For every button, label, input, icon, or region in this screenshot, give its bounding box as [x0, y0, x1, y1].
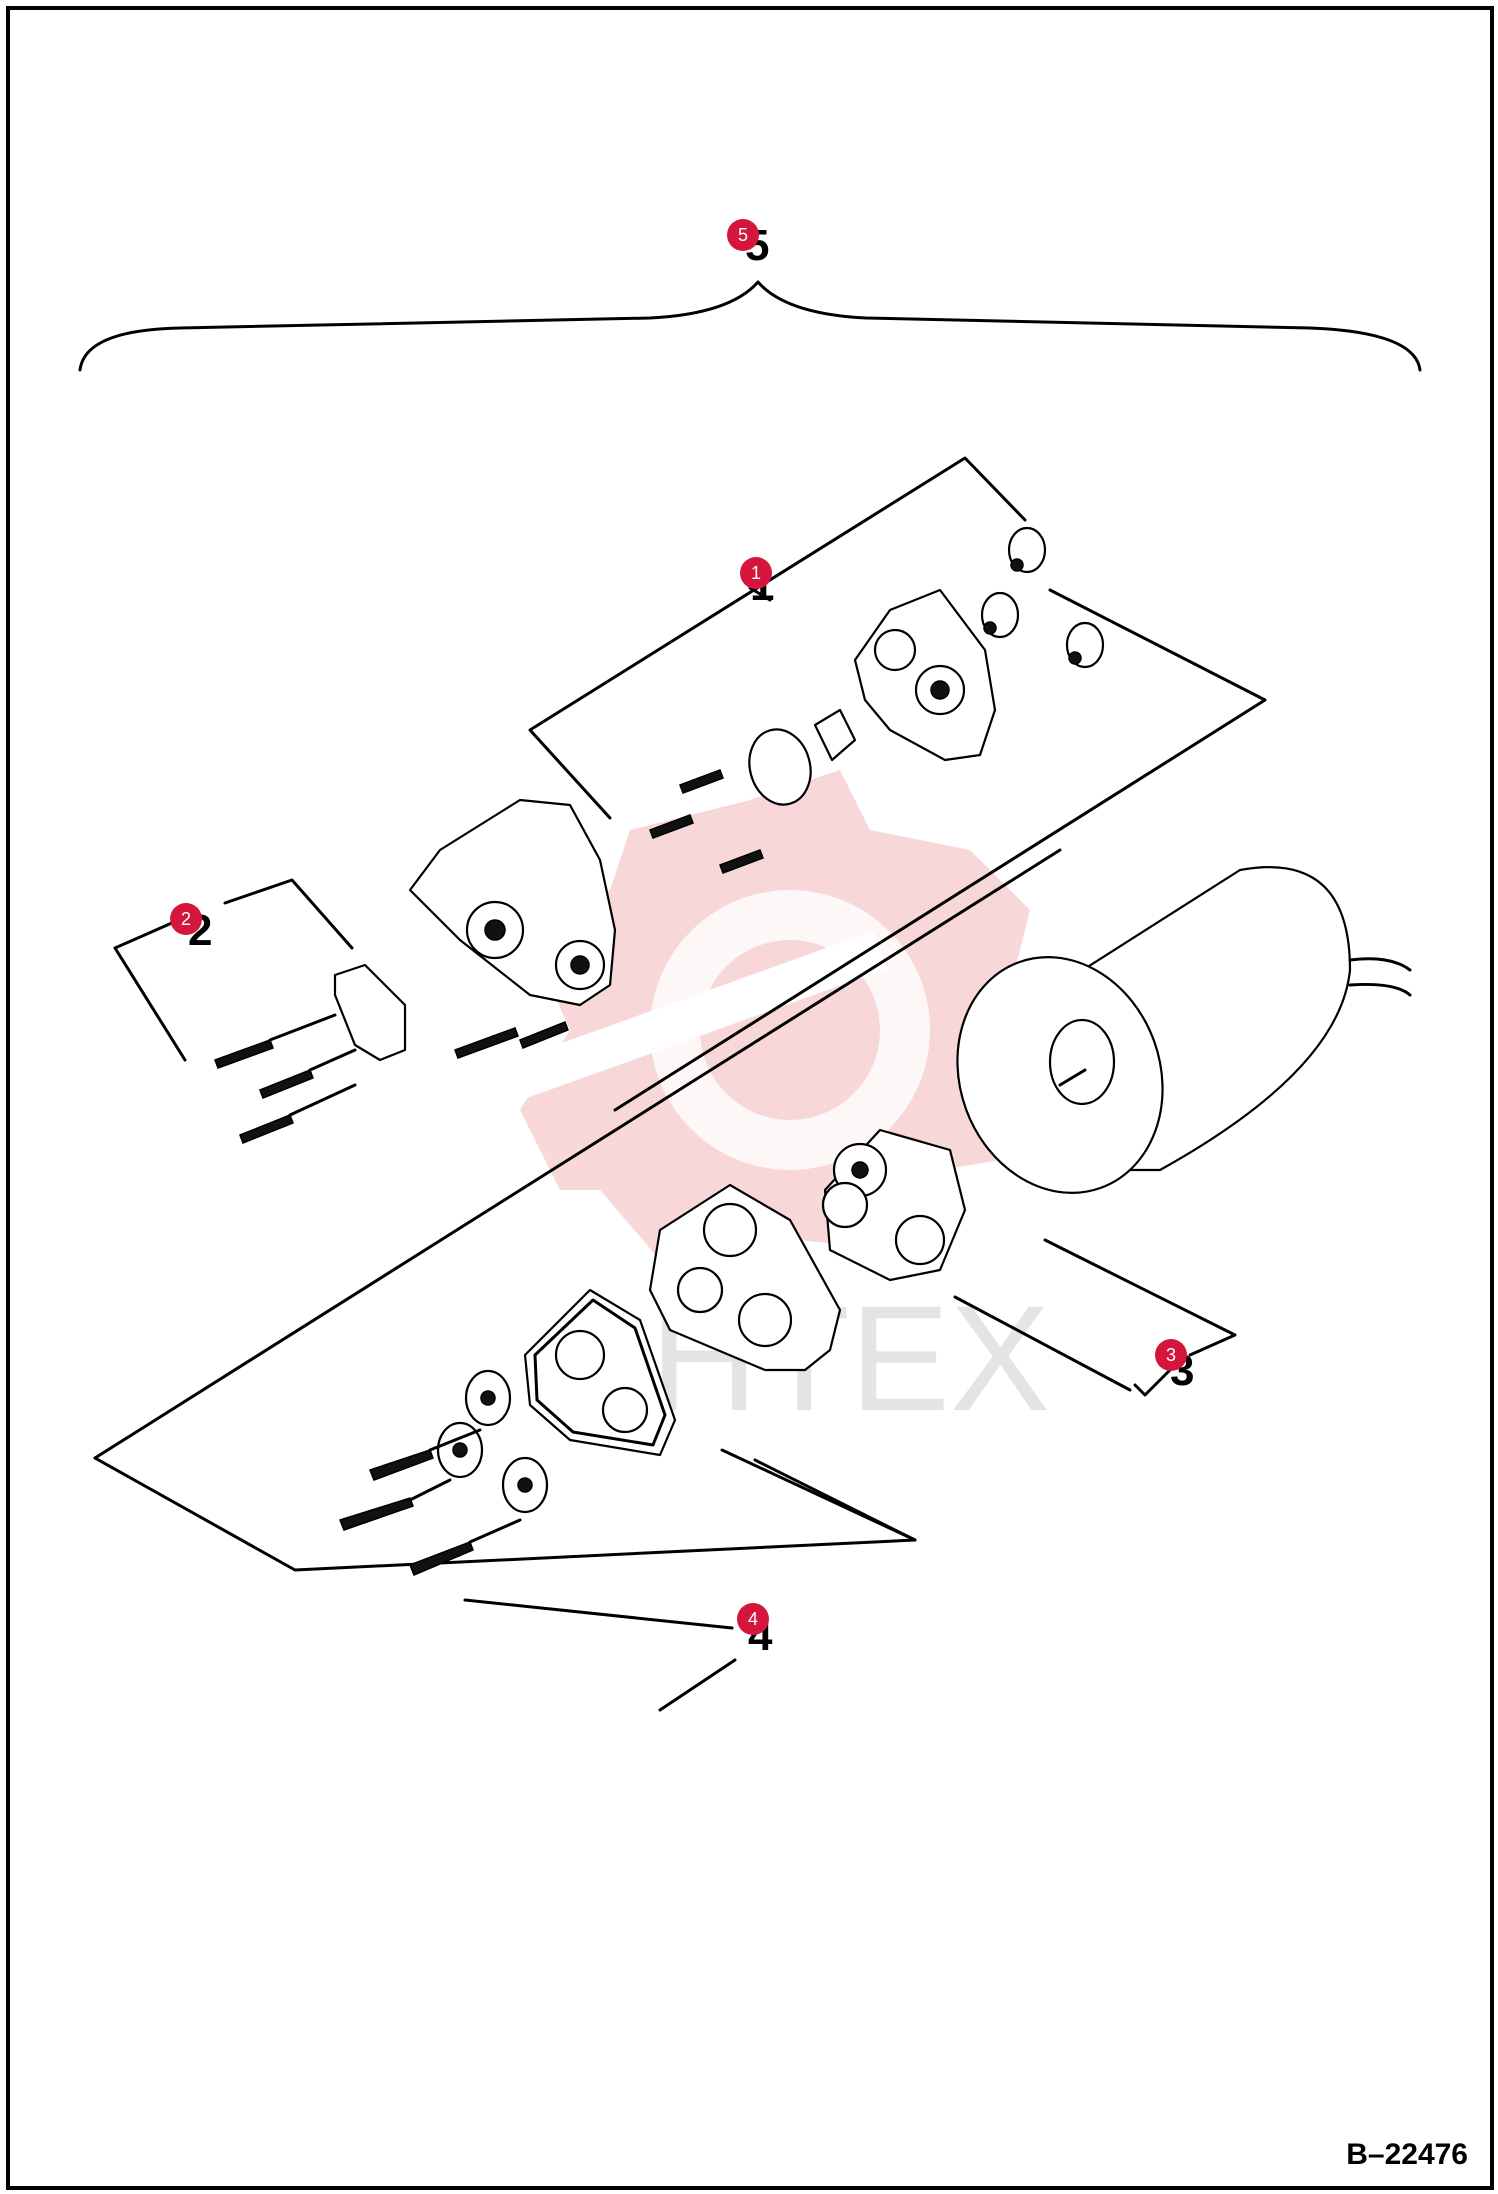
screw-2d	[454, 1027, 519, 1059]
motor-wires	[1348, 957, 1412, 997]
callout-text-3: 3	[1166, 1345, 1176, 1365]
callout-text-1: 1	[751, 563, 761, 583]
watermark-stripe	[483, 931, 887, 1109]
valve-cap-hole-2	[983, 621, 997, 635]
valve-assembly	[649, 526, 1105, 874]
screw-guides-2	[268, 1013, 357, 1117]
housing-body	[648, 1183, 842, 1372]
housing-port-2	[676, 1266, 724, 1314]
cover-plate-body	[333, 963, 407, 1062]
spring-3	[719, 849, 764, 874]
bracket-4	[93, 1448, 917, 1712]
bracket-3	[953, 1238, 1237, 1397]
callout-text-4: 4	[748, 1609, 758, 1629]
valve-cap-hole-1	[1010, 558, 1024, 572]
callout-marker-4[interactable]: 4	[737, 1603, 769, 1635]
screw-2e	[519, 1021, 569, 1049]
screw-4c	[409, 1541, 474, 1576]
check-valve-star	[813, 708, 857, 762]
bracket-1	[528, 456, 1267, 1112]
pump-head-outlet-hole	[570, 955, 590, 975]
screw-4b	[339, 1497, 414, 1531]
valve-cap-hole-3	[1068, 651, 1082, 665]
callout-dot-2	[170, 903, 202, 935]
bracket-4-long	[93, 848, 1062, 1542]
diagram-frame: HTEX 5 1 2 3 4	[6, 6, 1494, 2190]
drive-bearing-3	[894, 1214, 946, 1266]
bracket-2	[113, 878, 354, 1062]
washer-hole-3	[517, 1477, 533, 1493]
callout-text-5: 5	[738, 225, 748, 245]
diaphragm-cup-1	[554, 1329, 606, 1381]
diaphragm	[523, 1288, 677, 1457]
assembly-brace	[78, 280, 1422, 372]
screw-2c	[239, 1114, 294, 1144]
exploded-pump-diagram: HTEX 5 1 2 3 4	[78, 219, 1422, 1712]
motor	[956, 866, 1412, 1194]
screw-guides-4	[408, 1428, 522, 1544]
callout-text-2: 2	[181, 909, 191, 929]
figure-id: B–22476	[1346, 2138, 1468, 2171]
callout-marker-5[interactable]: 5	[727, 219, 759, 251]
spring-2	[649, 814, 694, 839]
washer-hole-1	[480, 1390, 496, 1406]
o-ring	[748, 728, 812, 806]
screw-4a	[369, 1449, 434, 1481]
drive-assembly	[821, 1128, 967, 1282]
spring-1	[679, 769, 724, 794]
callout-marker-1[interactable]: 1	[740, 557, 772, 589]
motor-bearing	[1048, 1018, 1116, 1106]
diaphragm-edge	[533, 1298, 667, 1447]
drive-hub	[851, 1161, 869, 1179]
valve-plate-hub	[930, 680, 950, 700]
diaphragm-cup-2	[601, 1386, 649, 1434]
callout-marker-2[interactable]: 2	[170, 903, 202, 935]
callout-dot-4	[737, 1603, 769, 1635]
callout-dot-1	[740, 557, 772, 589]
valve-plate-port-1	[873, 628, 917, 672]
screw-2a	[214, 1039, 274, 1069]
pump-housing	[648, 1183, 842, 1372]
screw-2b	[259, 1069, 314, 1099]
washer-hole-2	[452, 1442, 468, 1458]
cover-plate	[214, 963, 569, 1144]
pump-head	[408, 798, 617, 1007]
pump-head-inlet-hole	[484, 919, 506, 941]
washers-and-screws	[339, 1369, 549, 1576]
callout-dot-3	[1155, 1339, 1187, 1371]
callout-dot-5	[727, 219, 759, 251]
housing-port-1	[702, 1202, 758, 1258]
motor-shaft	[1058, 1068, 1087, 1087]
drive-bearing-2	[821, 1181, 869, 1229]
watermark-logo	[483, 770, 1050, 1300]
housing-port-3	[737, 1292, 793, 1348]
callout-marker-3[interactable]: 3	[1155, 1339, 1187, 1371]
